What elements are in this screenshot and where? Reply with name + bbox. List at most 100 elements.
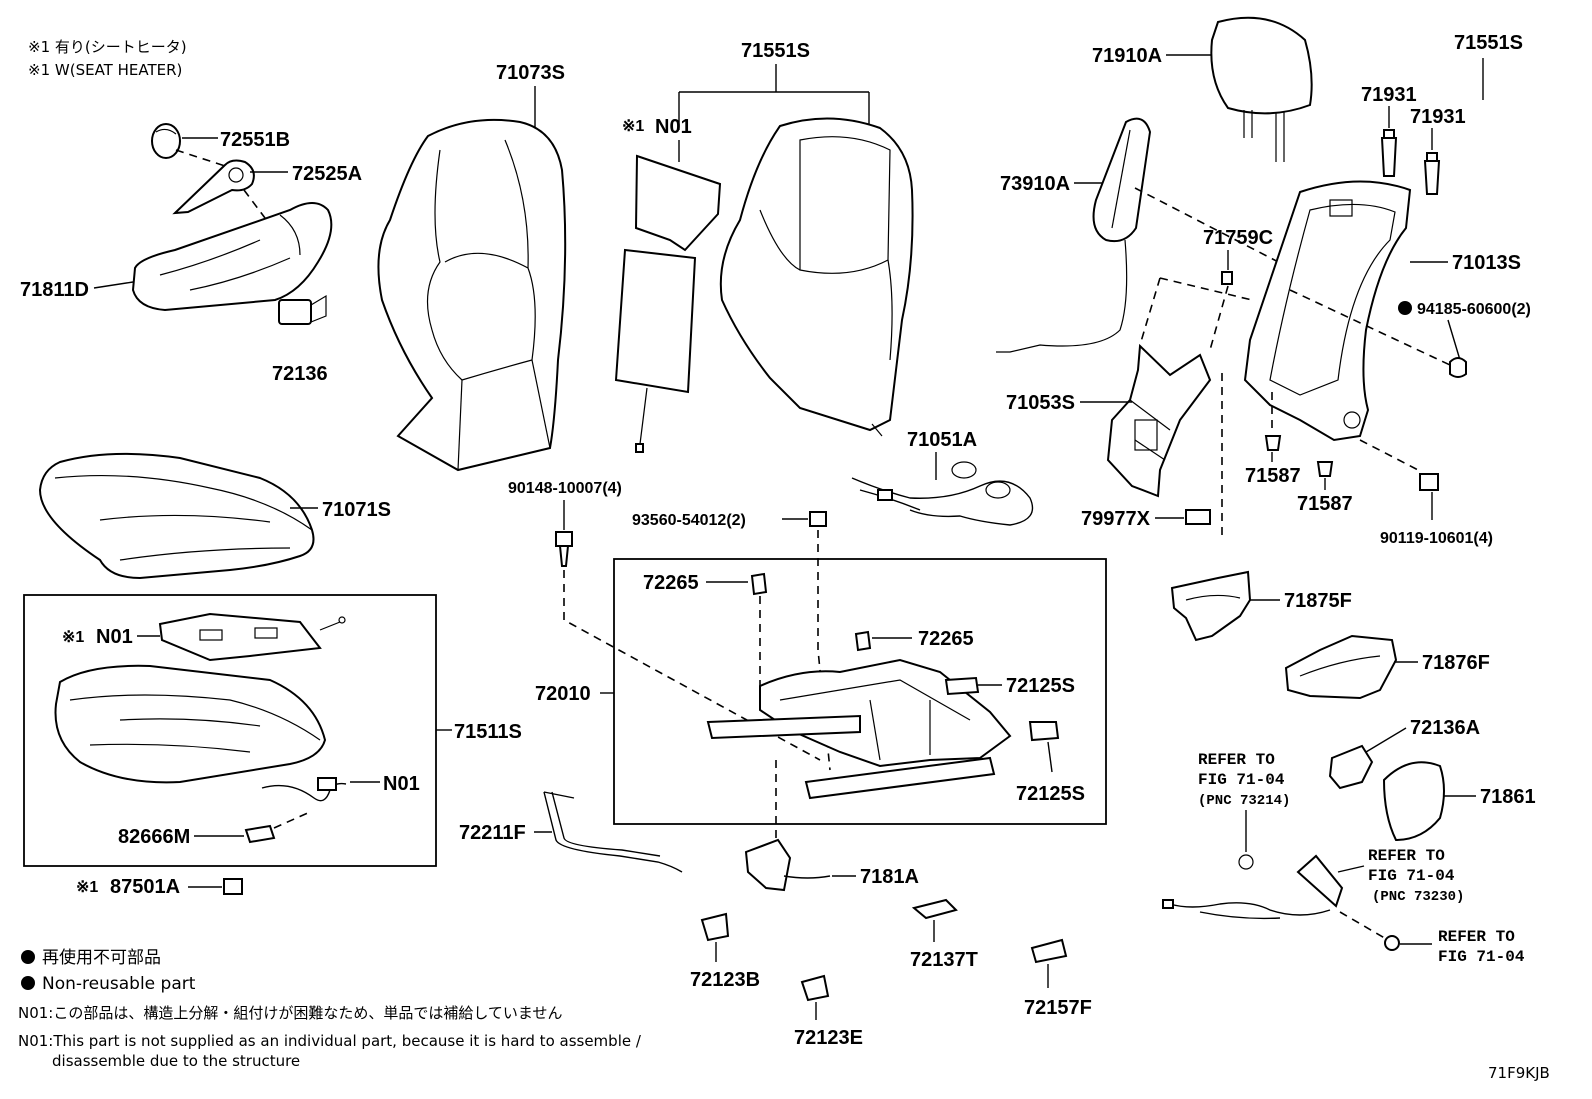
clip-72265-b[interactable] — [854, 630, 872, 652]
label-71876F: 71876F — [1422, 652, 1490, 674]
seatback-cover-71073S[interactable] — [377, 118, 567, 472]
shield-71811D[interactable] — [131, 202, 333, 312]
switch-72136[interactable] — [278, 294, 327, 325]
cover-72125S-a[interactable] — [944, 676, 980, 696]
label-n01-top: N01 — [655, 116, 692, 138]
label-71931-a: 71931 — [1361, 84, 1417, 106]
sensor-87501A[interactable] — [223, 878, 243, 895]
label-94185: 94185-60600(2) — [1417, 301, 1531, 318]
label-73910A: 73910A — [1000, 173, 1070, 195]
mark-n01-top: ※1 — [622, 118, 644, 135]
legend-bullet-en — [21, 976, 35, 990]
guide-71931-a[interactable] — [1380, 129, 1398, 177]
label-87501A: 87501A — [110, 876, 180, 898]
ref1-line1: REFER TO — [1198, 751, 1275, 769]
label-82666M: 82666M — [118, 826, 190, 848]
mark-n01-mid: ※1 — [62, 629, 84, 646]
label-71013S: 71013S — [1452, 252, 1521, 274]
label-71587-a: 71587 — [1245, 465, 1301, 487]
label-72265-b: 72265 — [918, 628, 974, 650]
heater-wire-n01[interactable] — [261, 777, 347, 802]
cover-71876F[interactable] — [1284, 634, 1398, 700]
nut-94185[interactable] — [1449, 357, 1467, 378]
lumbar-pad-73910A[interactable] — [996, 117, 1152, 353]
label-7181A: 7181A — [860, 866, 919, 888]
label-71811D: 71811D — [20, 279, 89, 301]
clip-71587-b[interactable] — [1316, 461, 1334, 477]
grommet-73214[interactable] — [1238, 854, 1254, 870]
knob-72551B[interactable] — [151, 123, 181, 159]
legend-bullet-jp — [21, 950, 35, 964]
footnote-en-1: N01:This part is not supplied as an indi… — [18, 1032, 642, 1050]
figure-code: 71F9KJB — [1488, 1064, 1550, 1082]
legend-jp: 再使用不可部品 — [42, 947, 161, 968]
clip-72123B[interactable] — [700, 912, 730, 942]
bolt-93560[interactable] — [809, 511, 827, 527]
clip-71587-a[interactable] — [1264, 435, 1282, 451]
label-72125S-b: 72125S — [1016, 783, 1085, 805]
clip-72265-a[interactable] — [750, 572, 768, 596]
label-71875F: 71875F — [1284, 590, 1352, 612]
label-72136A: 72136A — [1410, 717, 1480, 739]
label-72136: 72136 — [272, 363, 328, 385]
label-n01-low: N01 — [383, 773, 420, 795]
headrest-71910A[interactable] — [1210, 16, 1313, 162]
cushion-cover-71071S[interactable] — [38, 452, 315, 580]
label-90148: 90148-10007(4) — [508, 480, 622, 497]
switch-72136A[interactable] — [1328, 744, 1374, 790]
seat-heater-note-en: ※1 W(SEAT HEATER) — [28, 61, 182, 79]
footnote-jp: N01:この部品は、構造上分解・組付けが困難なため、単品では補給していません — [18, 1004, 562, 1022]
label-93560: 93560-54012(2) — [632, 512, 746, 529]
label-71071S: 71071S — [322, 499, 391, 521]
label-71551S-a: 71551S — [741, 40, 810, 62]
nut-ref-71-04[interactable] — [1384, 935, 1400, 951]
ref1-line3: (PNC 73214) — [1198, 793, 1290, 809]
guide-71931-b[interactable] — [1423, 152, 1441, 195]
label-72123E: 72123E — [794, 1027, 863, 1049]
connector-82666M[interactable] — [244, 824, 276, 844]
label-72010: 72010 — [535, 683, 591, 705]
heater-n01-mid[interactable] — [158, 612, 346, 662]
motor-7181A[interactable] — [744, 838, 831, 892]
label-plate-79977X[interactable] — [1185, 509, 1211, 525]
label-71511S: 71511S — [454, 721, 522, 743]
cover-71861[interactable] — [1382, 761, 1445, 842]
label-72123B: 72123B — [690, 969, 760, 991]
label-72137T: 72137T — [910, 949, 978, 971]
label-71759C: 71759C — [1203, 227, 1273, 249]
cover-72125S-b[interactable] — [1028, 721, 1060, 742]
seatbelt-buckle-harness[interactable] — [1162, 854, 1344, 920]
cover-71875F[interactable] — [1170, 570, 1252, 642]
label-71931-b: 71931 — [1410, 106, 1466, 128]
clip-71759C[interactable] — [1221, 271, 1233, 285]
bolt-90119[interactable] — [1419, 473, 1439, 491]
seatback-pad-71551S[interactable] — [719, 117, 914, 437]
seatback-frame-71013S[interactable] — [1243, 180, 1412, 442]
cover-72157F[interactable] — [1030, 938, 1068, 964]
ref3-line2: FIG 71-04 — [1438, 948, 1525, 966]
ref2-line2: FIG 71-04 — [1368, 867, 1455, 885]
mark-87501A: ※1 — [76, 879, 98, 896]
label-72265-a: 72265 — [643, 572, 699, 594]
label-71073S: 71073S — [496, 62, 565, 84]
heater-n01-top[interactable] — [614, 154, 722, 453]
label-72525A: 72525A — [292, 163, 362, 185]
cover-72137T[interactable] — [911, 898, 958, 920]
label-71587-b: 71587 — [1297, 493, 1353, 515]
ref3-line1: REFER TO — [1438, 928, 1515, 946]
label-90119: 90119-10601(4) — [1380, 530, 1493, 547]
non-reusable-marker-94185 — [1398, 301, 1412, 315]
lever-72525A[interactable] — [172, 159, 255, 215]
label-72125S-a: 72125S — [1006, 675, 1075, 697]
legend-en: Non-reusable part — [42, 974, 196, 994]
rod-72211F[interactable] — [543, 791, 683, 873]
lumbar-support-71053S[interactable] — [1106, 343, 1212, 498]
wire-harness-71051A[interactable] — [851, 461, 1034, 526]
ref1-line2: FIG 71-04 — [1198, 771, 1285, 789]
clip-72123E[interactable] — [800, 974, 830, 1002]
bolt-90148[interactable] — [555, 531, 573, 547]
label-71861: 71861 — [1480, 786, 1536, 808]
cushion-pad-71511S[interactable] — [54, 664, 327, 784]
label-79977X: 79977X — [1081, 508, 1151, 530]
adjuster-assembly-box — [613, 558, 1107, 825]
